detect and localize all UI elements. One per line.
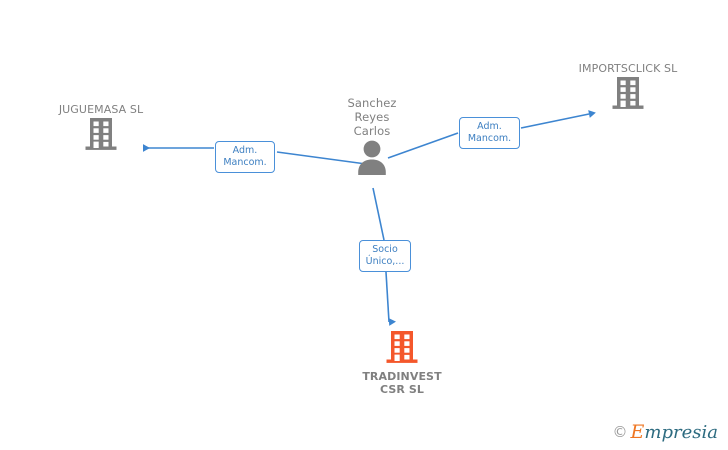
node-company-tradinvest[interactable]: TRADINVEST CSR SL bbox=[337, 327, 467, 396]
brand-name: mpresia bbox=[644, 421, 718, 443]
building-icon[interactable] bbox=[563, 75, 693, 111]
node-label-tradinvest: TRADINVEST CSR SL bbox=[362, 370, 442, 396]
empresia-watermark: © E mpresia bbox=[613, 423, 718, 442]
brand-initial: E bbox=[630, 421, 645, 443]
copyright-symbol: © bbox=[612, 423, 628, 441]
node-company-juguemasa[interactable]: JUGUEMASA SL bbox=[36, 103, 166, 152]
node-company-importsclick[interactable]: IMPORTSCLICK SL bbox=[563, 62, 693, 111]
edge-label-socio-unico-tradinvest[interactable]: Socio Único,... bbox=[359, 240, 411, 272]
edge-label-adm-mancom-importsclick[interactable]: Adm. Mancom. bbox=[459, 117, 520, 149]
person-icon[interactable] bbox=[307, 138, 437, 176]
edge-label-adm-mancom-juguemasa[interactable]: Adm. Mancom. bbox=[215, 141, 275, 173]
building-icon[interactable] bbox=[337, 327, 467, 367]
node-person-sanchez-reyes-carlos[interactable]: Sanchez Reyes Carlos bbox=[307, 96, 437, 176]
node-label-person: Sanchez Reyes Carlos bbox=[347, 96, 397, 138]
node-label-juguemasa: JUGUEMASA SL bbox=[58, 103, 144, 116]
node-label-importsclick: IMPORTSCLICK SL bbox=[578, 62, 678, 75]
building-icon[interactable] bbox=[36, 116, 166, 152]
